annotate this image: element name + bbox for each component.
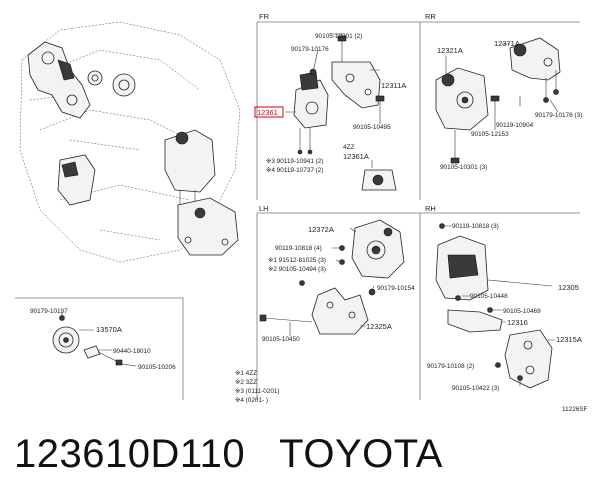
lh-label-4: 90179-10154 xyxy=(377,285,415,292)
fr-frame xyxy=(256,21,421,200)
rh-label-6: 90179-10108 (2) xyxy=(427,363,474,370)
lh-label-6: 90105-10450 xyxy=(262,336,300,343)
lh-label-0: 12372A xyxy=(308,225,334,234)
fr-star4: ※4 90119-10737 (2) xyxy=(266,167,323,174)
pulley-label-3: 90105-10206 xyxy=(138,364,176,371)
pulley-label-0: 90179-10197 xyxy=(30,308,68,315)
part-number: 123610D110 xyxy=(14,432,246,476)
fr-highlight xyxy=(254,106,284,118)
caption: 123610D110 TOYOTA xyxy=(14,432,443,477)
note-2: ※3 (0111-0201) xyxy=(235,388,280,395)
rr-label-0: 12371A xyxy=(494,39,520,48)
section-lh: LH xyxy=(259,204,269,213)
fr-label-2: 12311A xyxy=(381,81,406,90)
pulley-label-2: 90440-18010 xyxy=(113,348,151,355)
fr-label-4: 90105-10495 xyxy=(353,124,391,131)
rr-label-2: 90119-10904 xyxy=(496,122,534,129)
rr-label-3: 90179-10176 (3) xyxy=(535,112,582,119)
engine-overview xyxy=(19,21,241,263)
section-fr: FR xyxy=(259,12,270,21)
fr-star3: ※3 90119-10941 (2) xyxy=(266,158,323,165)
fr-label-3: 12361 xyxy=(257,108,278,117)
rr-label-4: 90105-12153 xyxy=(471,131,509,138)
fr-label-6: 12361A xyxy=(343,152,369,161)
rh-label-2: 90105-10448 xyxy=(470,293,508,300)
rr-label-5: 90105-10301 (3) xyxy=(440,164,487,171)
pulley-label-1: 13570A xyxy=(96,325,122,334)
rr-label-1: 12321A xyxy=(437,46,463,55)
fr-assembly xyxy=(285,33,397,191)
note-1: ※2 3ZZ xyxy=(235,379,257,386)
lh-label-3: ※2 90105-10494 (3) xyxy=(268,266,326,273)
fr-label-1: 90179-10176 xyxy=(291,46,329,53)
rh-label-4: 12316 xyxy=(507,318,528,327)
lh-label-1: 90119-10818 (4) xyxy=(275,245,322,252)
pulley-assembly xyxy=(52,312,137,367)
fr-label-0: 90105-10301 (2) xyxy=(315,33,362,40)
fr-label-5: 4ZZ xyxy=(343,144,354,151)
lh-label-2: ※1 91512-81025 (3) xyxy=(268,257,326,264)
lh-frame xyxy=(256,212,420,400)
rh-assembly xyxy=(435,223,555,389)
note-3: ※4 (0201- ) xyxy=(235,397,268,404)
section-rr: RR xyxy=(425,12,436,21)
rh-frame xyxy=(419,212,580,400)
figure-code: 11226SF xyxy=(562,406,588,413)
parts-diagram: FR RR LH RH xyxy=(15,12,588,413)
rh-label-3: 90105-10469 xyxy=(503,308,541,315)
lh-assembly xyxy=(259,219,405,336)
note-0: ※1 4ZZ xyxy=(235,370,257,377)
rh-label-5: 12315A xyxy=(556,335,582,344)
brand-name: TOYOTA xyxy=(279,432,443,476)
diagram-svg: FR RR LH RH xyxy=(15,12,588,413)
rr-assembly xyxy=(435,37,561,164)
rh-label-0: 90119-10818 (3) xyxy=(452,223,499,230)
lh-label-5: 12325A xyxy=(366,322,392,331)
rh-label-1: 12305 xyxy=(558,283,579,292)
pulley-frame xyxy=(15,297,184,400)
rh-label-7: 90105-10422 (3) xyxy=(452,385,499,392)
section-rh: RH xyxy=(425,204,436,213)
